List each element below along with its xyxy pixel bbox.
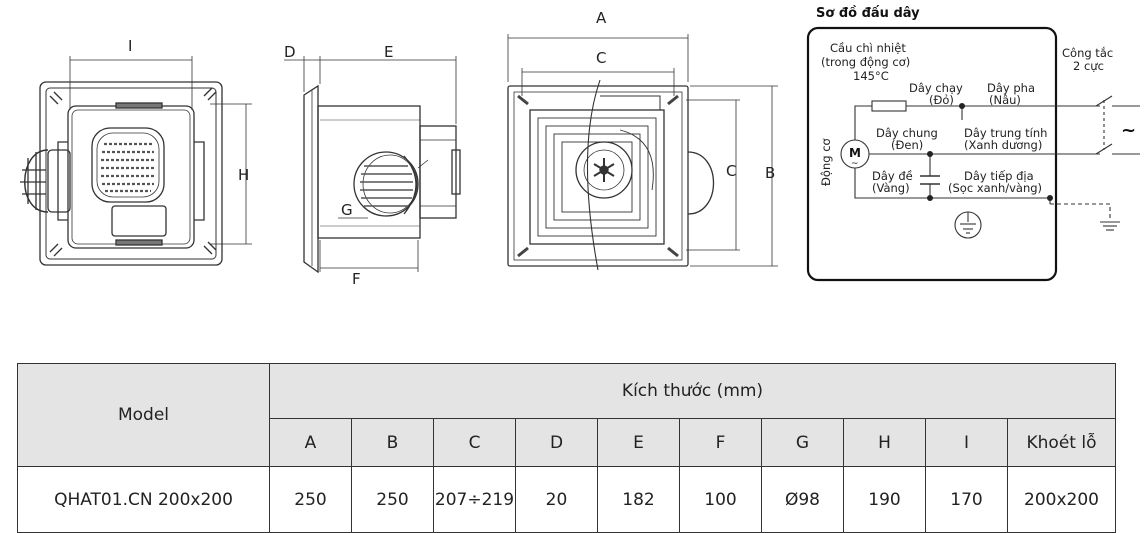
cell-C: 207÷219 bbox=[433, 466, 516, 533]
start-wire-label: Dây đề bbox=[872, 169, 913, 183]
cell-H: 190 bbox=[843, 466, 926, 533]
col-header-C: C bbox=[433, 418, 516, 467]
cell-E: 182 bbox=[597, 466, 680, 533]
dim-label-I: I bbox=[128, 37, 132, 55]
col-header-cutout: Khoét lỗ bbox=[1007, 418, 1116, 467]
top-view bbox=[507, 34, 778, 271]
dim-label-H: H bbox=[238, 166, 249, 184]
dim-label-A: A bbox=[596, 9, 607, 27]
wiring-lines bbox=[840, 95, 1140, 239]
phase-wire-label: Dây pha bbox=[987, 81, 1035, 95]
common-wire-color: (Đen) bbox=[891, 138, 923, 152]
neutral-wire-label: Dây trung tính bbox=[964, 126, 1047, 140]
common-wire-label: Dây chung bbox=[876, 126, 938, 140]
ac-source-symbol: ~ bbox=[1121, 120, 1136, 141]
technical-drawings: I H bbox=[20, 6, 1140, 288]
dim-label-G: G bbox=[341, 201, 353, 219]
ground-wire-color: (Sọc xanh/vàng) bbox=[948, 181, 1042, 195]
cell-G: Ø98 bbox=[761, 466, 844, 533]
spec-table: Model Kích thước (mm) A B C D E F G H I … bbox=[17, 363, 1116, 533]
cell-F: 100 bbox=[679, 466, 762, 533]
run-wire-label: Dây chạy bbox=[909, 81, 963, 95]
cell-D: 20 bbox=[515, 466, 598, 533]
col-header-F: F bbox=[679, 418, 762, 467]
neutral-wire-color: (Xanh dương) bbox=[964, 138, 1042, 152]
cell-A: 250 bbox=[269, 466, 352, 533]
dim-label-B: B bbox=[765, 164, 775, 182]
col-header-H: H bbox=[843, 418, 926, 467]
col-header-A: A bbox=[269, 418, 352, 467]
start-wire-color: (Vàng) bbox=[872, 181, 910, 195]
dim-label-F: F bbox=[352, 270, 361, 288]
cell-cutout: 200x200 bbox=[1007, 466, 1116, 533]
drawing-canvas: I H bbox=[20, 6, 1140, 288]
motor-symbol: M bbox=[849, 146, 861, 160]
fuse-temp: 145°C bbox=[853, 69, 889, 83]
switch-label-2: 2 cực bbox=[1073, 59, 1104, 73]
dim-label-D: D bbox=[284, 43, 296, 61]
table-row: QHAT01.CN 200x200 250 250 207÷219 20 182… bbox=[17, 466, 1116, 533]
motor-label: Động cơ bbox=[819, 138, 833, 186]
fuse-label-2: (trong động cơ) bbox=[821, 55, 910, 69]
motor-ac-symbol: ~ bbox=[851, 159, 859, 169]
cell-I: 170 bbox=[925, 466, 1008, 533]
switch-label-1: Công tắc bbox=[1062, 46, 1113, 60]
col-header-D: D bbox=[515, 418, 598, 467]
dimensions-group-header: Kích thước (mm) bbox=[269, 363, 1116, 419]
phase-wire-color: (Nâu) bbox=[989, 93, 1021, 107]
dim-label-E: E bbox=[384, 43, 393, 61]
col-header-I: I bbox=[925, 418, 1008, 467]
dim-label-C-top: C bbox=[596, 49, 606, 67]
cell-B: 250 bbox=[351, 466, 434, 533]
cell-model: QHAT01.CN 200x200 bbox=[17, 466, 270, 533]
fuse-label-1: Cầu chì nhiệt bbox=[830, 41, 906, 55]
wiring-nodes bbox=[927, 103, 1053, 201]
run-wire-color: (Đỏ) bbox=[929, 93, 954, 107]
wiring-title: Sơ đồ đấu dây bbox=[816, 6, 920, 21]
front-view bbox=[20, 56, 252, 266]
col-header-E: E bbox=[597, 418, 680, 467]
model-header: Model bbox=[17, 363, 270, 467]
col-header-G: G bbox=[761, 418, 844, 467]
col-header-B: B bbox=[351, 418, 434, 467]
ground-wire-label: Dây tiếp địa bbox=[964, 169, 1034, 183]
side-view bbox=[284, 56, 461, 274]
dim-label-C-side: C bbox=[726, 162, 736, 180]
